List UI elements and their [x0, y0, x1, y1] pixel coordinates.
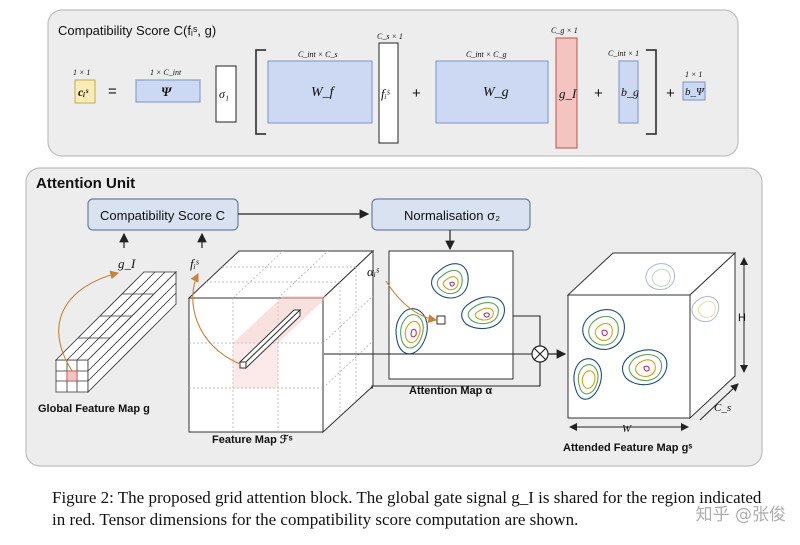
wg-label: W_g [483, 85, 509, 100]
bpsi-dim: 1 × 1 [685, 70, 702, 79]
bpsi-box [682, 81, 706, 101]
fi-label: fᵢˢ [381, 86, 391, 101]
norm-label: Normalisation σ₂ [404, 208, 500, 223]
attention-title: Attention Unit [36, 175, 135, 192]
attention-panel: Attention Unit Compatibility Score C Nor… [25, 167, 763, 467]
plus-3: + [666, 85, 675, 102]
wf-box [267, 60, 373, 124]
alpha-cell [436, 315, 446, 325]
psi-label: Ψ [161, 84, 173, 99]
bpsi-label: b_Ψ [685, 86, 705, 98]
sigma1-label: σ₁ [219, 87, 229, 101]
global-map-label: Global Feature Map g [38, 403, 150, 415]
g-input-label: g_I [118, 256, 136, 271]
bg-label: b_g [621, 85, 639, 99]
attended-map-label: Attended Feature Map gˢ [563, 442, 692, 454]
compat-score-label: Compatibility Score C [100, 208, 225, 223]
wf-label: W_f [311, 85, 336, 100]
c-label: cᵢˢ [78, 85, 89, 99]
bg-box [618, 60, 639, 124]
feature-map-label: Feature Map ℱˢ [212, 434, 293, 446]
fi-dim: C_s × 1 [377, 32, 403, 41]
equals-sign: = [108, 83, 117, 100]
c-score-box [74, 79, 96, 104]
gi-label: g_I [559, 86, 577, 101]
dim-cs-arrow [699, 383, 739, 421]
feature-map-cube [187, 249, 375, 434]
dim-w-label: W [622, 423, 632, 435]
plus-2: + [594, 85, 603, 102]
multiply-icon [533, 347, 547, 361]
figure-caption: Figure 2: The proposed grid attention bl… [52, 488, 762, 529]
gi-vector [555, 37, 578, 149]
line-feature-to-mult [371, 385, 540, 389]
fi-vector [378, 42, 399, 144]
compat-panel: Compatibility Score C(fᵢˢ, g) 1 × 1 cᵢˢ … [47, 9, 739, 157]
attention-map-label: Attention Map α [409, 385, 492, 397]
watermark: 知乎 @张俊 [695, 505, 786, 525]
attended-feature-cube [566, 251, 737, 420]
wg-dim: C_int × C_g [466, 50, 507, 59]
f-cell-curve [190, 273, 241, 365]
alpha-label: αᵢˢ [367, 264, 380, 279]
right-bracket [646, 49, 657, 135]
psi-box [135, 79, 201, 103]
gi-dim: C_g × 1 [551, 26, 578, 35]
norm-box [371, 198, 531, 231]
psi-dim: 1 × C_int [150, 68, 182, 77]
compat-title: Compatibility Score C(fᵢˢ, g) [58, 23, 216, 38]
line-att-to-mult [513, 315, 541, 346]
c-dim: 1 × 1 [73, 68, 90, 77]
bg-dim: C_int × 1 [608, 49, 639, 58]
dim-cs-label: C_s [714, 402, 731, 414]
plus-1: + [412, 85, 421, 102]
wf-dim: C_int × C_s [298, 50, 338, 59]
attended-contours [573, 263, 720, 400]
g-region-curve [58, 270, 120, 372]
alpha-curve [385, 280, 438, 323]
f-input-label: fᵢˢ [190, 256, 200, 271]
global-feature-map [55, 271, 177, 393]
left-bracket [255, 49, 266, 135]
dim-h-label: H [738, 312, 746, 324]
wg-box [435, 60, 549, 124]
sigma1-box [215, 65, 237, 123]
